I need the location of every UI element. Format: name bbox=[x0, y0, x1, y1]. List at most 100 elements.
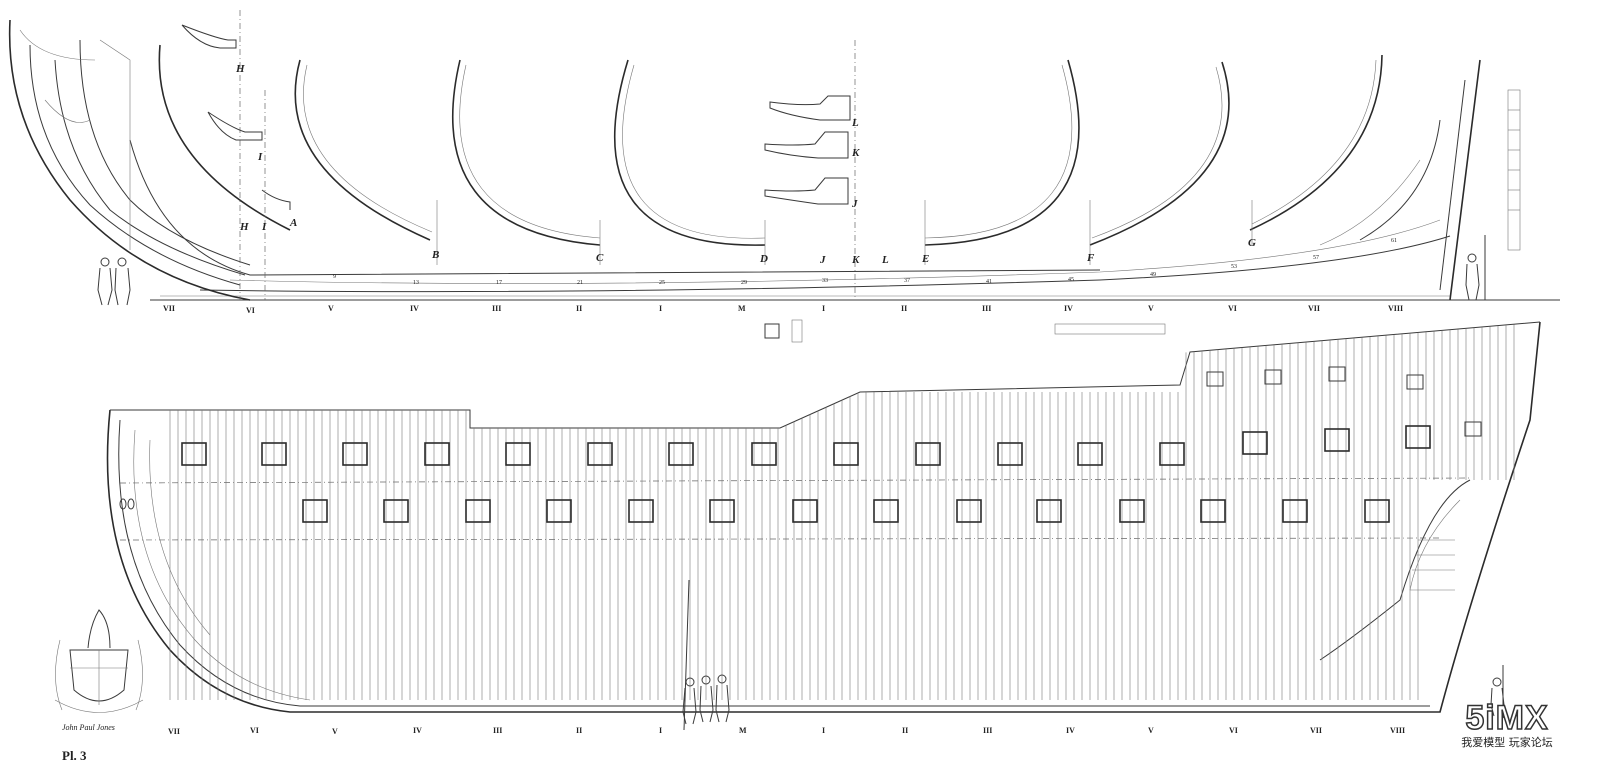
stern-window bbox=[1464, 421, 1482, 437]
section-letter-i: I bbox=[261, 221, 267, 233]
gun-port bbox=[997, 442, 1023, 466]
station-label: III bbox=[983, 726, 992, 735]
station-label: III bbox=[982, 304, 991, 313]
station-label: II bbox=[902, 726, 908, 735]
station-label: II bbox=[901, 304, 907, 313]
gun-port bbox=[1405, 425, 1431, 449]
station-label: VI bbox=[1228, 304, 1237, 313]
station-label: IV bbox=[1066, 726, 1075, 735]
gun-port bbox=[1282, 499, 1308, 523]
section-letter-g: G bbox=[1248, 237, 1256, 249]
watermark-logo: 5iMX bbox=[1465, 699, 1549, 737]
section-letter-f: F bbox=[1086, 252, 1095, 264]
frame-numbers: 9 13 17 21 25 29 33 37 41 45 49 53 57 61 bbox=[333, 238, 1397, 286]
detail-label-i: I bbox=[257, 151, 263, 163]
station-label: IV bbox=[1064, 304, 1073, 313]
station-label: I bbox=[822, 304, 825, 313]
station-label: M bbox=[739, 726, 747, 735]
station-label: VI bbox=[246, 306, 255, 315]
station-label: IV bbox=[410, 304, 419, 313]
gun-port bbox=[1242, 431, 1268, 455]
side-frame-timbers bbox=[169, 324, 1515, 700]
section-letter-k: K bbox=[851, 254, 860, 266]
station-label: VII bbox=[163, 304, 175, 313]
gun-port bbox=[465, 499, 491, 523]
gun-port bbox=[1119, 499, 1145, 523]
human-scale-figures-side bbox=[682, 579, 1505, 731]
gun-port bbox=[546, 499, 572, 523]
station-labels-top: VII VI V IV III II I M I II III IV V VI … bbox=[163, 304, 1403, 315]
watermark: 5iMX 我爱模型 玩家论坛 bbox=[1452, 699, 1562, 750]
gun-port bbox=[709, 499, 735, 523]
station-label: I bbox=[822, 726, 825, 735]
gun-port bbox=[383, 499, 409, 523]
detail-label-k: K bbox=[851, 147, 860, 159]
stern-window bbox=[1264, 369, 1282, 385]
gun-port bbox=[1324, 428, 1350, 452]
gun-port bbox=[261, 442, 287, 466]
gun-port bbox=[833, 442, 859, 466]
signature: John Paul Jones bbox=[62, 723, 115, 732]
frame-number: 49 bbox=[1150, 272, 1156, 278]
station-label: VII bbox=[168, 727, 180, 736]
gun-port bbox=[1200, 499, 1226, 523]
top-profile-view bbox=[8, 10, 1560, 343]
frame-number: 37 bbox=[904, 278, 910, 284]
section-letter-h: H bbox=[239, 221, 249, 233]
section-letter-b: B bbox=[431, 249, 439, 261]
gun-port bbox=[587, 442, 613, 466]
gun-port bbox=[1364, 499, 1390, 523]
gun-port bbox=[751, 442, 777, 466]
section-letter-e: E bbox=[921, 253, 929, 265]
gun-port bbox=[792, 499, 818, 523]
section-letter-j: J bbox=[819, 254, 826, 266]
coat-of-arms-emblem bbox=[54, 609, 144, 713]
gun-port bbox=[873, 499, 899, 523]
frame-number: 9 bbox=[333, 274, 336, 280]
station-label: IV bbox=[413, 726, 422, 735]
station-labels-side: VII VI V IV III II I M I II III IV V VI … bbox=[168, 726, 1405, 736]
gun-port bbox=[505, 442, 531, 466]
section-letter-d: D bbox=[759, 253, 768, 265]
station-label: M bbox=[738, 304, 746, 313]
frame-number: 13 bbox=[413, 280, 419, 286]
section-letter-a: A bbox=[289, 217, 297, 229]
frame-number: 53 bbox=[1231, 264, 1237, 270]
gun-port bbox=[915, 442, 941, 466]
frame-number: 21 bbox=[577, 280, 583, 286]
frame-number: 33 bbox=[822, 278, 828, 284]
section-letter-l: L bbox=[881, 254, 889, 266]
station-label: VII bbox=[1308, 304, 1320, 313]
plate-label: Pl. 3 bbox=[62, 748, 87, 763]
section-letters: A B C D E F G H I J K L H I L K J bbox=[235, 63, 1256, 266]
detail-label-h: H bbox=[235, 63, 245, 75]
station-label: VI bbox=[1229, 726, 1238, 735]
watermark-subtitle: 我爱模型 玩家论坛 bbox=[1461, 736, 1553, 749]
station-label: V bbox=[332, 727, 338, 736]
gun-port bbox=[424, 442, 450, 466]
side-frame-elevation bbox=[106, 321, 1541, 713]
gun-ports bbox=[181, 366, 1482, 523]
frame-number: 41 bbox=[986, 279, 992, 285]
frame-number: 45 bbox=[1068, 277, 1074, 283]
gun-port bbox=[1036, 499, 1062, 523]
human-scale-figures-top bbox=[97, 235, 1486, 306]
station-label: III bbox=[493, 726, 502, 735]
station-label: VI bbox=[250, 726, 259, 735]
gun-port bbox=[1077, 442, 1103, 466]
station-label: V bbox=[328, 304, 334, 313]
stern-window bbox=[1328, 366, 1346, 382]
stern-window bbox=[1206, 371, 1224, 387]
station-label: I bbox=[659, 726, 662, 735]
frame-number: 61 bbox=[1391, 238, 1397, 244]
section-letter-c: C bbox=[596, 252, 604, 264]
gun-port bbox=[628, 499, 654, 523]
gun-port bbox=[181, 442, 207, 466]
station-label: VII bbox=[1310, 726, 1322, 735]
station-label: V bbox=[1148, 726, 1154, 735]
detail-label-l: L bbox=[851, 117, 859, 129]
station-label: VIII bbox=[1388, 304, 1403, 313]
detail-label-j: J bbox=[851, 198, 858, 210]
gun-port bbox=[302, 499, 328, 523]
